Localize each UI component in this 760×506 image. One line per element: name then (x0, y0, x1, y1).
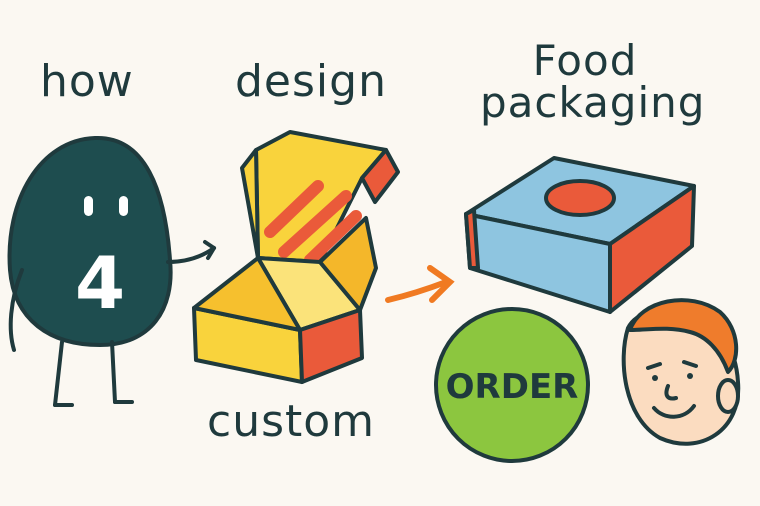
blob-character (7, 135, 216, 407)
food-box (464, 156, 696, 314)
word-food: Food (532, 36, 638, 85)
right-eye (119, 196, 128, 216)
person-face (621, 298, 741, 446)
left-eye-dot (652, 375, 658, 381)
word-how: how (40, 56, 134, 107)
open-box (192, 130, 400, 384)
word-food-packaging: Food packaging (480, 36, 706, 127)
character-number: 4 (75, 241, 125, 325)
arrow-icon (385, 265, 455, 303)
right-eye-dot (687, 373, 693, 379)
word-packaging: packaging (480, 78, 706, 127)
order-badge[interactable]: ORDER (434, 307, 590, 463)
left-eye (84, 196, 93, 216)
word-custom: custom (207, 396, 376, 447)
character-eyes (84, 196, 128, 216)
word-design: design (235, 56, 387, 107)
order-label: ORDER (446, 367, 579, 407)
box-window (544, 179, 616, 217)
